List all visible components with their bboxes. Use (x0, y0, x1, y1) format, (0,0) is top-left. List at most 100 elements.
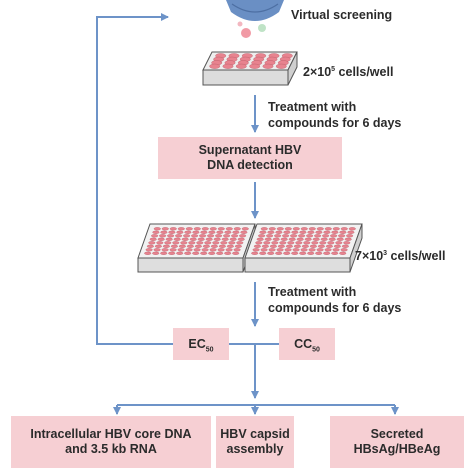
plate-well (323, 230, 331, 234)
plate-well (232, 230, 240, 234)
plate-well (220, 241, 228, 245)
plate-well (341, 244, 349, 248)
plate-well (197, 237, 205, 241)
plate-well (175, 234, 183, 238)
plate-well (189, 237, 197, 241)
plate-well (217, 248, 225, 252)
plate-well (207, 234, 215, 238)
plate-well (283, 230, 291, 234)
plate-well (192, 230, 200, 234)
plate-well (240, 230, 248, 234)
plate-well (292, 248, 300, 252)
plate-well (296, 237, 304, 241)
plate-well (199, 234, 207, 238)
plate-well (176, 230, 184, 234)
cc50-box: CC50 (279, 328, 335, 360)
plate-well (319, 241, 327, 245)
plate-well (162, 244, 170, 248)
plate-well (185, 248, 193, 252)
plate-well (330, 234, 338, 238)
feedback-loop-arrow (96, 13, 173, 345)
plate-well (291, 251, 299, 255)
plate-well (210, 244, 218, 248)
plate-well (340, 227, 348, 231)
plate-well (276, 248, 284, 252)
cells-24-exponent: 5 (331, 65, 336, 73)
supernatant-line-1: Supernatant HBV (198, 143, 302, 157)
plate-well (346, 234, 354, 238)
plate-well (255, 241, 263, 245)
plate-well (185, 227, 193, 231)
plate-well (236, 241, 244, 245)
flow-connectors (96, 13, 399, 415)
treatment-label-1: Treatment with compounds for 6 days (268, 99, 401, 131)
96-well-plate-icon (137, 223, 256, 273)
plate-well (223, 234, 231, 238)
plate-well (226, 244, 234, 248)
plate-well (172, 241, 180, 245)
plate-well (324, 227, 332, 231)
plate-well (308, 248, 316, 252)
virtual-screening-label: Virtual screening (291, 8, 393, 22)
plate-well (256, 237, 264, 241)
plate-well (279, 241, 287, 245)
plate-well (295, 241, 303, 245)
screening-funnel-icon (226, 0, 284, 38)
plate-well (196, 241, 204, 245)
plate-well (231, 234, 239, 238)
plate-well (191, 234, 199, 238)
plate-well (148, 241, 156, 245)
plate-well (267, 230, 275, 234)
cells-96-exponent: 3 (383, 249, 388, 257)
ec50-box: EC50 (173, 328, 229, 360)
plate-well (192, 251, 200, 255)
24-well-plate-icon (202, 51, 298, 86)
plate-well (217, 227, 225, 231)
cells-24-base: 2×10 (303, 65, 332, 79)
plate-well (299, 251, 307, 255)
plate-well (169, 248, 177, 252)
plate-well (338, 234, 346, 238)
plate-well (275, 63, 287, 69)
plate-well (173, 237, 181, 241)
plate-well (177, 227, 185, 231)
plate-well (303, 241, 311, 245)
plate-well (314, 234, 322, 238)
plate-well (280, 237, 288, 241)
plate-well (298, 234, 306, 238)
plate-well (157, 237, 165, 241)
plate-well (168, 230, 176, 234)
plate-well (316, 227, 324, 231)
plate-well (308, 227, 316, 231)
plate-well (331, 251, 339, 255)
plate-well (208, 230, 216, 234)
plate-well (301, 244, 309, 248)
plate-well (348, 227, 356, 231)
plate-well (306, 234, 314, 238)
assay-2-line-1: HBV capsid (220, 427, 290, 441)
plate-well (272, 237, 280, 241)
assay-core-dna-rna-box: Intracellular HBV core DNA and 3.5 kb RN… (11, 416, 211, 468)
plate-well (277, 244, 285, 248)
plate-well (177, 248, 185, 252)
plate-well (224, 251, 232, 255)
plate-well (224, 230, 232, 234)
plate-well (181, 237, 189, 241)
plate-well (232, 251, 240, 255)
plate-well (285, 244, 293, 248)
plate-well (339, 251, 347, 255)
plate-well (184, 230, 192, 234)
plate-well (282, 234, 290, 238)
plate-well (176, 251, 184, 255)
plate-well (183, 234, 191, 238)
plate-well (152, 251, 160, 255)
plate-well (332, 227, 340, 231)
plate-well (170, 244, 178, 248)
plate-well (300, 248, 308, 252)
ec50-base: EC (188, 336, 206, 351)
plate-well (193, 248, 201, 252)
plate-well (261, 244, 269, 248)
plate-well (160, 251, 168, 255)
plate-well (260, 248, 268, 252)
